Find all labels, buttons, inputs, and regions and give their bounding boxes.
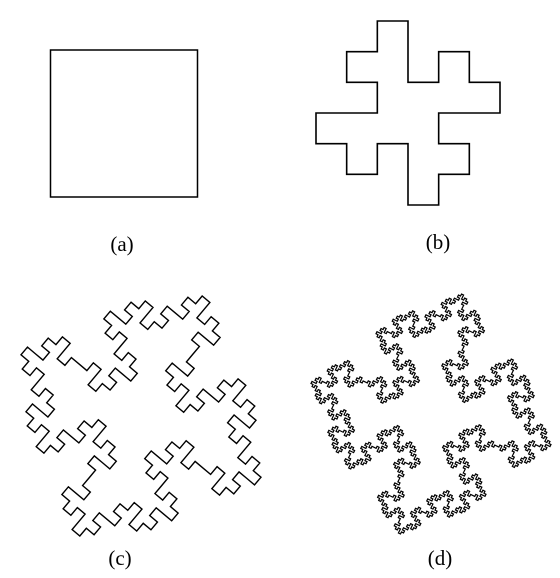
panel-d-shape bbox=[310, 293, 552, 535]
panel-c-shape bbox=[20, 295, 262, 537]
panel-a-shape bbox=[49, 49, 199, 198]
panel-d-caption: (d) bbox=[427, 546, 453, 570]
panel-a-caption: (a) bbox=[110, 232, 134, 256]
panel-c-caption: (c) bbox=[108, 546, 132, 570]
panel-b-shape bbox=[315, 20, 501, 206]
panel-b-caption: (b) bbox=[425, 230, 451, 254]
